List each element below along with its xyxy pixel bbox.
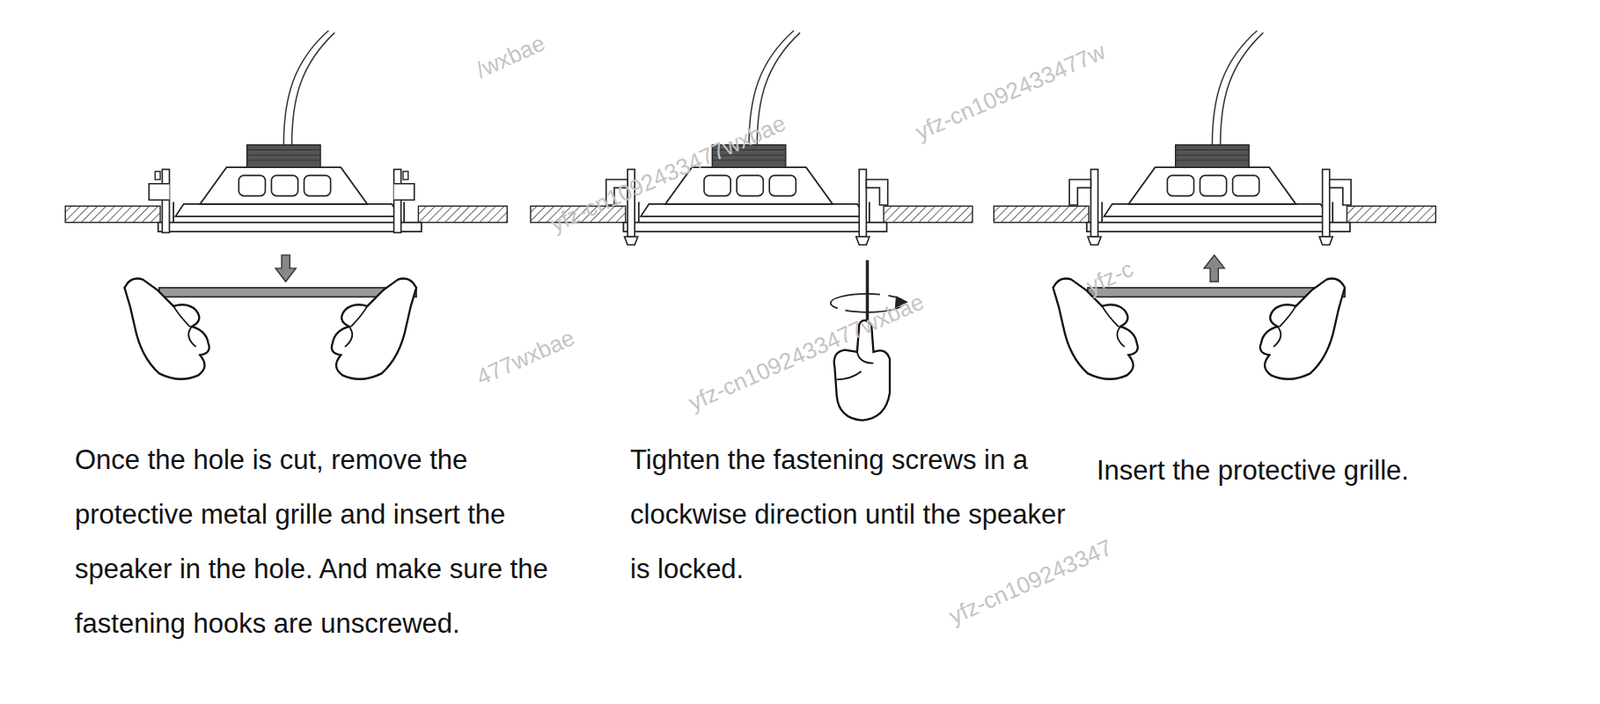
watermark: yfz-cn1092433477wxbae — [684, 288, 928, 417]
panel-insert-speaker — [65, 30, 507, 380]
instruction-caption: Tighten the fastening screws in a clockw… — [630, 433, 1071, 597]
instruction-caption: Once the hole is cut, remove the protect… — [74, 433, 555, 652]
watermark: 477wxbae — [472, 323, 580, 391]
panel-tighten-screws — [530, 30, 973, 245]
watermark: yfz-cn1092433477w — [911, 37, 1110, 146]
instruction-caption: Insert the protective grille. — [1096, 443, 1572, 499]
watermark: yfz-cn109243347 — [945, 534, 1116, 631]
watermark: /wxbae — [471, 29, 549, 84]
